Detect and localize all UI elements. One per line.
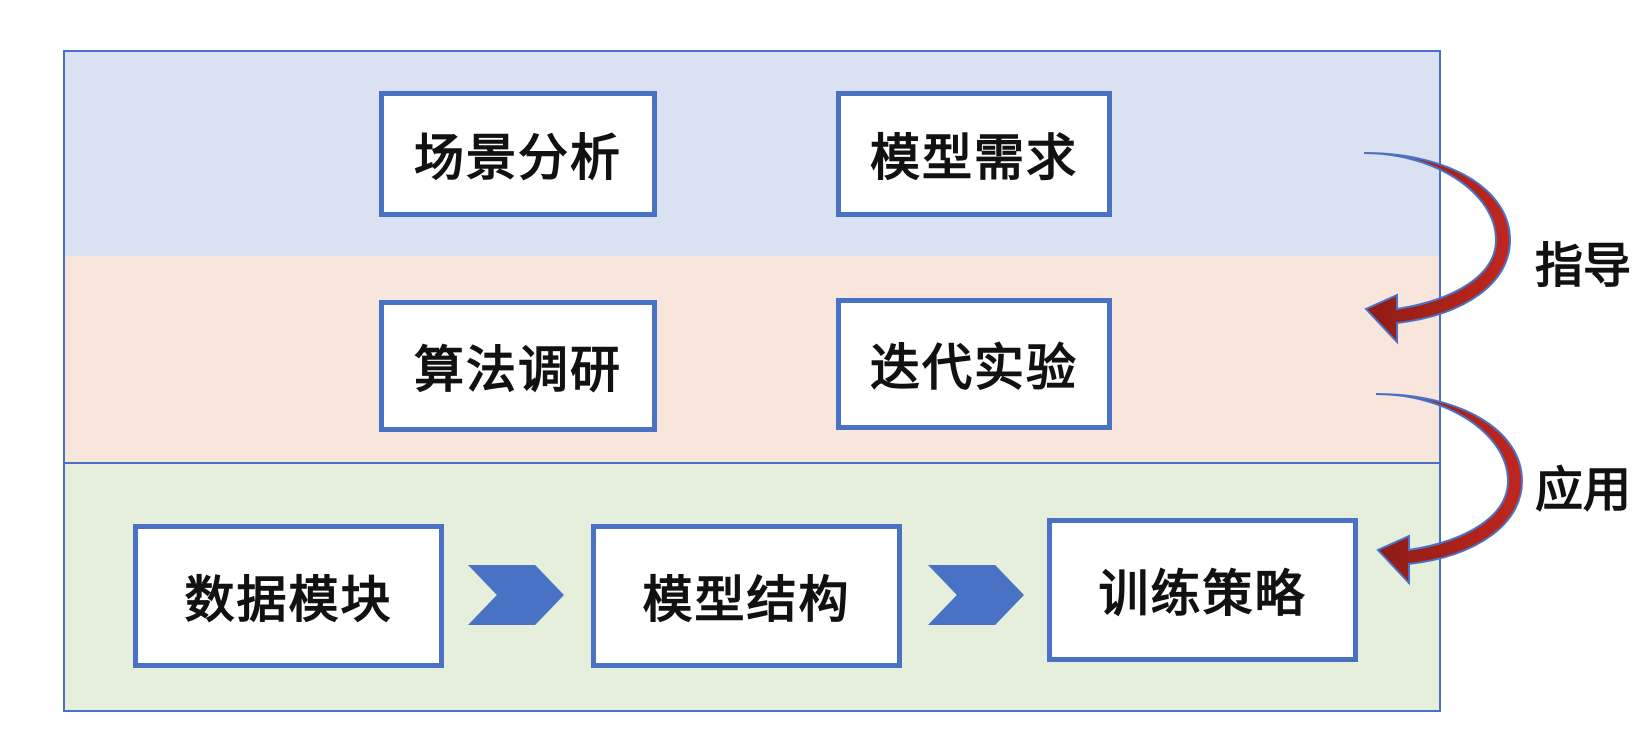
layer-top-band xyxy=(63,50,1441,258)
box-model-requirements: 模型需求 xyxy=(836,91,1112,217)
curved-arrow-guide-icon xyxy=(1363,152,1512,345)
box-training-strategy: 训练策略 xyxy=(1047,518,1358,662)
label-guide: 指导 xyxy=(1535,238,1632,294)
curved-arrows xyxy=(1363,152,1524,586)
box-scene-analysis: 场景分析 xyxy=(379,91,657,217)
box-algorithm-research: 算法调研 xyxy=(379,300,657,432)
curved-arrow-apply-icon xyxy=(1375,393,1524,586)
box-iterative-experiments: 迭代实验 xyxy=(836,298,1112,430)
label-apply: 应用 xyxy=(1535,462,1632,518)
box-model-structure: 模型结构 xyxy=(591,524,902,668)
layer-middle-band xyxy=(63,256,1441,464)
box-data-module: 数据模块 xyxy=(133,524,444,668)
